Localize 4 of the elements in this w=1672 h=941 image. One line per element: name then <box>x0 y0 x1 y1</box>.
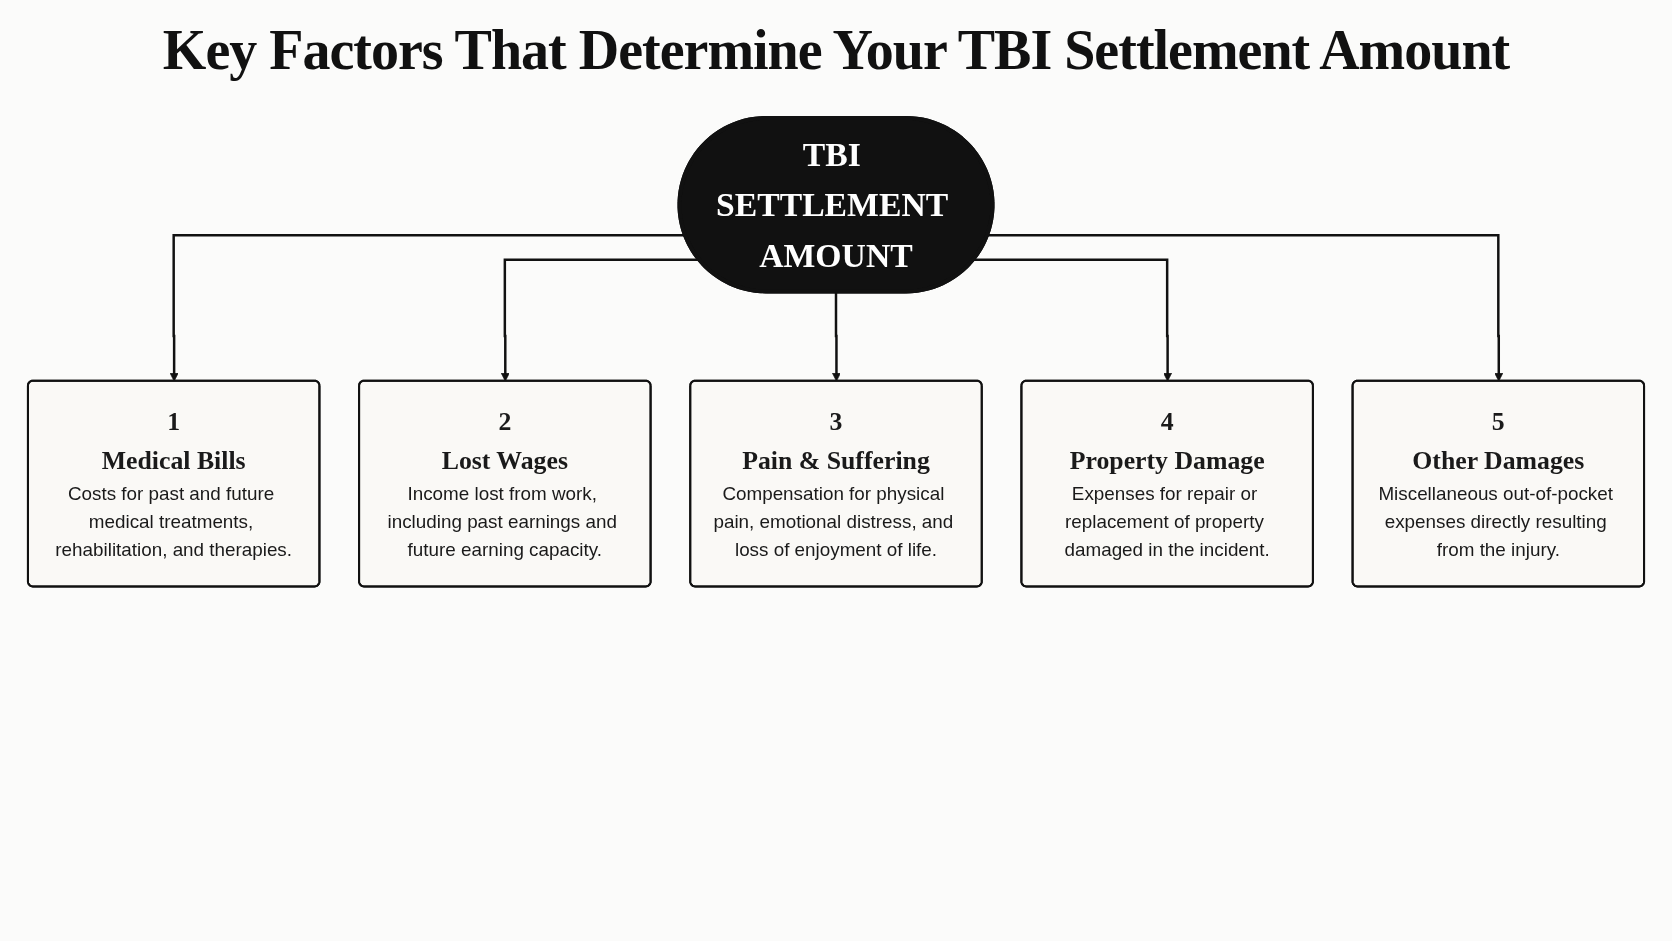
title: Key Factors That Determine Your TBI Settlement Amount <box>161 18 1511 82</box>
arrow <box>987 233 1504 382</box>
arrow <box>973 258 1172 382</box>
arrow <box>500 258 700 382</box>
